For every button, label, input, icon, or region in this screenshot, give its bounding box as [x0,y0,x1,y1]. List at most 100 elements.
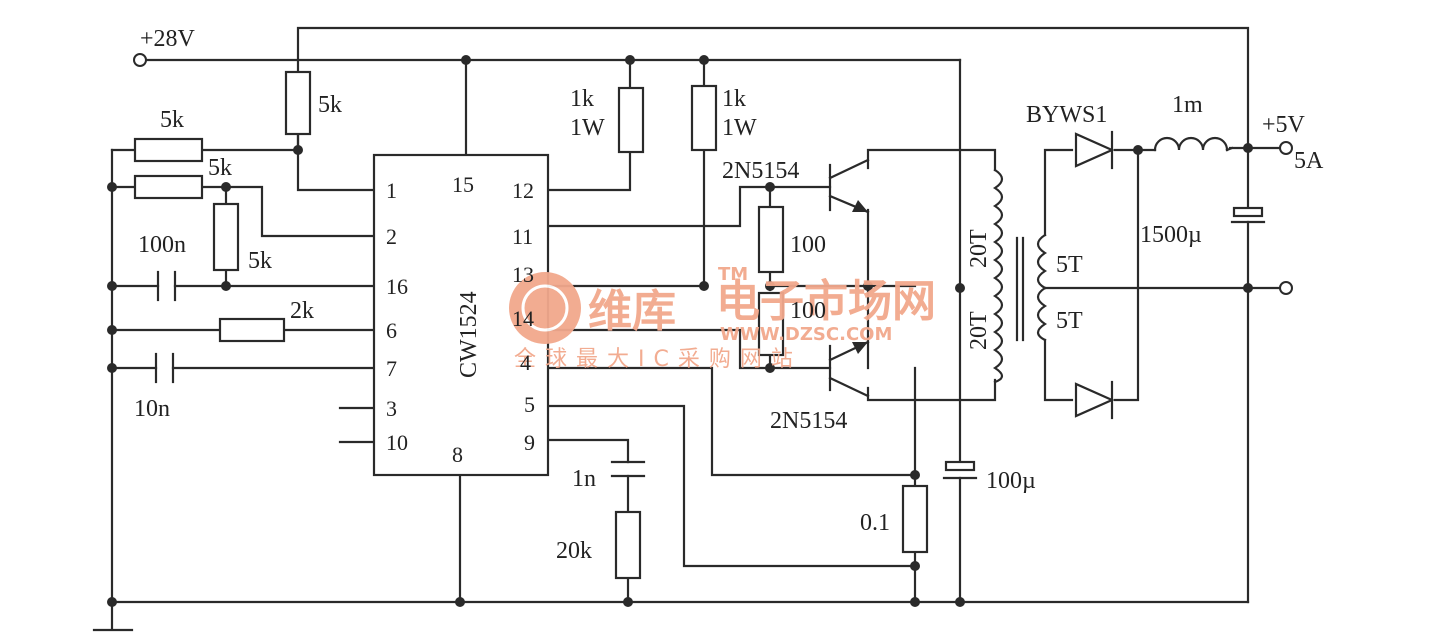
label-xfmr-primary-bottom: 20T [966,311,992,350]
wire-q-bot-collector [866,378,997,402]
junction [623,597,633,607]
label-xfmr-secondary-bottom: 5T [1056,308,1083,334]
wires [92,26,1282,632]
label-20k: 20k [556,538,592,564]
resistor-1k-b [690,84,718,152]
output-terminal-positive [1279,141,1293,155]
transistor-2n5154-bottom [828,340,870,398]
junction [765,182,775,192]
junction [955,597,965,607]
resistor-5k-left2 [133,174,204,200]
label-xfmr-secondary-top: 5T [1056,252,1083,278]
pin-7: 7 [386,356,397,381]
junction [293,145,303,155]
primary-winding [992,168,1004,384]
label-100u: 100µ [986,468,1036,494]
watermark-slogan: 全球最大IC采购网站 [514,347,802,372]
junction [699,281,709,291]
capacitor-1n [610,460,646,478]
watermark-site-cn: 电子市场网 [716,276,936,327]
wire-q-top-collector [866,148,997,172]
wire-pin4 [546,366,917,477]
label-1500u: 1500µ [1140,222,1202,248]
inductor-lead [1225,146,1234,152]
capacitor-1500u [1230,206,1266,224]
label-inductor: 1m [1172,92,1203,118]
junction-dots [107,55,1253,607]
junction [1243,283,1253,293]
wire-diode-bot-out [1113,148,1140,402]
label-1k-b-power: 1W [722,115,757,141]
junction [1243,143,1253,153]
junction [107,281,117,291]
label-2k: 2k [290,298,314,324]
label-100n: 100n [138,232,186,258]
label-100-b: 100 [790,298,826,324]
wire-pin12 [546,150,632,192]
resistor-5k-left1 [133,137,204,163]
junction [910,561,920,571]
wire-pin11 [546,185,832,228]
input-terminal [133,53,147,67]
secondary-winding-bottom [1036,286,1048,342]
resistor-5k-vert [212,202,240,272]
junction [107,325,117,335]
pin-8: 8 [452,442,463,467]
wire-pin5 [546,404,917,568]
label-100-a: 100 [790,232,826,258]
pin-10: 10 [386,430,408,455]
resistor-5k-top [284,70,312,136]
pin-6: 6 [386,318,397,343]
label-1k-a: 1k [570,86,594,112]
watermark-tm: TM [718,264,748,285]
pin-9: 9 [524,430,535,455]
secondary-winding-top [1036,233,1048,290]
junction [221,281,231,291]
label-sense: 0.1 [860,510,890,536]
resistor-2k [218,317,286,343]
junction [765,281,775,291]
label-1n: 1n [572,466,596,492]
label-xfmr-primary-top: 20T [966,229,992,268]
label-q-top: 2N5154 [722,158,799,184]
wire-pin13 [546,148,706,288]
resistor-100-b [757,291,785,357]
junction [863,281,873,291]
label-diode: BYWS1 [1026,102,1107,128]
junction [461,55,471,65]
junction [955,283,965,293]
wire-pin14 [546,328,832,370]
inductor-1m [1153,136,1229,152]
watermark-brand: 维库 [588,286,676,337]
pin-11: 11 [512,224,533,249]
capacitor-100n [156,270,177,302]
label-1k-a-power: 1W [570,115,605,141]
junction [625,55,635,65]
pin-5: 5 [524,392,535,417]
junction [765,363,775,373]
transistor-2n5154-top [828,158,870,214]
wire-sec-top [1043,148,1074,237]
resistor-sense [901,484,929,554]
label-1k-b: 1k [722,86,746,112]
label-q-bottom: 2N5154 [770,408,847,434]
input-voltage-label: +28V [140,26,196,52]
label-5k-vert: 5k [248,248,272,274]
label-5k-top: 5k [318,92,342,118]
capacitor-100u [942,460,978,480]
pin-2: 2 [386,224,397,249]
pin-14: 14 [512,306,534,331]
diode-bottom [1074,380,1115,420]
pin-16: 16 [386,274,408,299]
output-current-label: 5A [1294,148,1324,174]
transformer [992,168,1048,384]
capacitor-10n [154,352,175,384]
junction [699,55,709,65]
wire-pin9 [546,438,630,464]
junction [107,363,117,373]
junction [107,182,117,192]
junction [455,597,465,607]
label-10n: 10n [134,396,170,422]
watermark-logo-icon [509,272,581,344]
